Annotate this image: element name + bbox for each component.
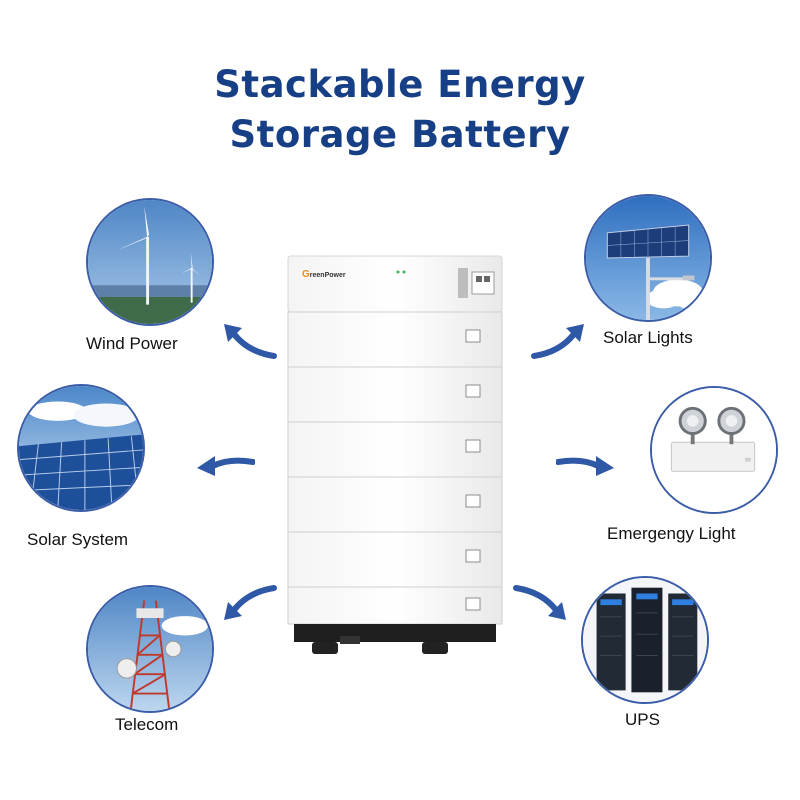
telecom-label: Telecom (115, 715, 179, 734)
arrow-to-solar-system-icon (197, 456, 255, 476)
solar-lights-image (584, 194, 712, 322)
page-title-line1: Stackable Energy (214, 63, 586, 106)
page-title-line2: Storage Battery (229, 113, 571, 156)
telecom-image (86, 585, 214, 713)
wind-power-label: Wind Power (86, 334, 178, 353)
arrow-to-emergency-light-icon (556, 456, 614, 476)
arrow-to-telecom-icon (224, 585, 277, 620)
solar-lights-label: Solar Lights (603, 328, 693, 347)
solar-system-label: Solar System (27, 530, 129, 549)
arrow-to-solar-lights-icon (531, 324, 584, 359)
solar-system-image (17, 384, 145, 512)
arrow-to-ups-icon (513, 585, 566, 620)
battery-stack-image (287, 255, 503, 654)
emergency-light-label: Emergengy Light (607, 524, 736, 543)
wind-power-image (86, 198, 214, 326)
arrow-to-wind-power-icon (224, 324, 277, 359)
brand-logo: GreenPower (302, 269, 346, 280)
ups-label: UPS (625, 710, 660, 729)
emergency-light-image (650, 386, 778, 514)
ups-image (581, 576, 709, 704)
